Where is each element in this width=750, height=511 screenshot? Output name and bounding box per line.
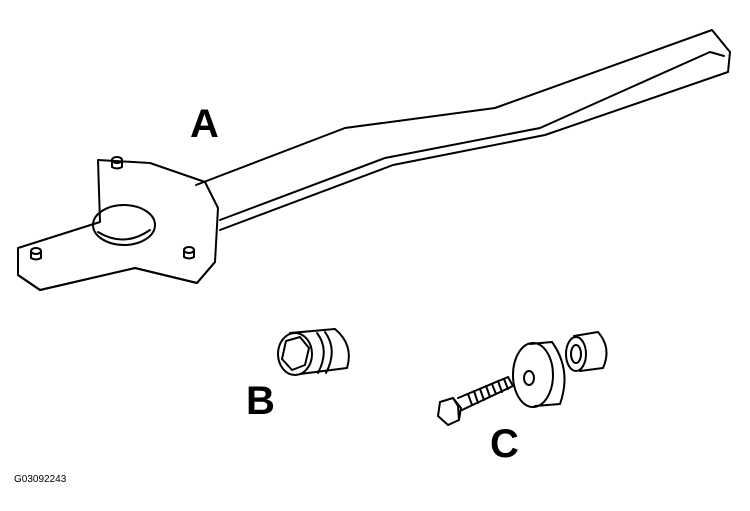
spanner-wrench: [17, 29, 731, 291]
callout-label-b: B: [246, 379, 275, 423]
bushing-sleeve: [565, 331, 608, 372]
figure-id: G03092243: [14, 474, 67, 485]
callout-label-a: A: [190, 102, 219, 146]
installer-disc: [512, 341, 566, 408]
callout-label-c: C: [490, 422, 519, 466]
threaded-bolt: [437, 376, 514, 426]
socket-adapter: [277, 328, 350, 376]
